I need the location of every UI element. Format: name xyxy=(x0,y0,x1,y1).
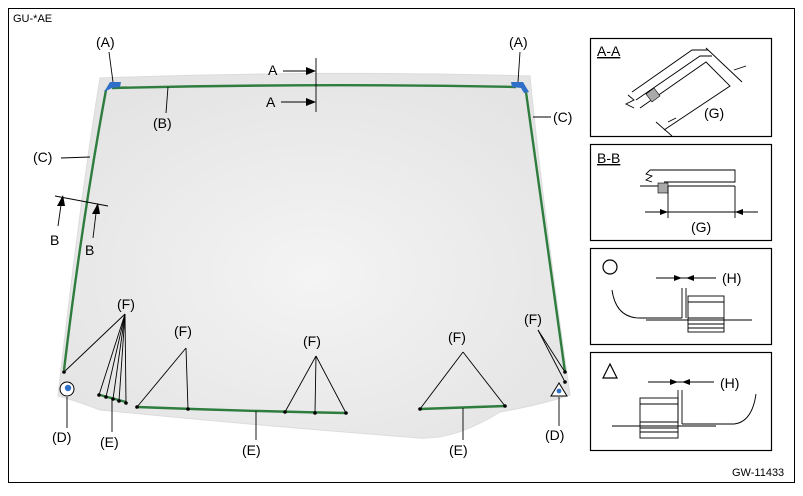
section-title-aa: A-A xyxy=(597,43,621,59)
label-e-center: (E) xyxy=(242,442,261,458)
dam-rubber-top xyxy=(111,84,517,90)
leader-group-f1 xyxy=(63,313,127,404)
label-f-5: (F) xyxy=(524,311,542,327)
label-h-triangle: (H) xyxy=(720,375,739,391)
label-e-left: (E) xyxy=(100,434,119,450)
outer-frame xyxy=(8,8,795,483)
label-f-3: (F) xyxy=(303,333,321,349)
section-line-b xyxy=(54,195,109,207)
detail-circle-symbol-icon xyxy=(602,259,618,275)
dam-rubber-right xyxy=(524,91,567,373)
detail-section-bb: B-B (G) xyxy=(589,143,773,242)
label-d-right: (D) xyxy=(545,427,564,443)
windshield-glass xyxy=(57,72,571,439)
label-h-circle: (H) xyxy=(722,270,741,286)
section-mark-a-bottom: A xyxy=(266,94,276,110)
label-f-2: (F) xyxy=(174,323,192,339)
lower-sealant-right xyxy=(419,404,506,411)
label-g-aa: (G) xyxy=(704,105,724,121)
label-d-left: (D) xyxy=(52,429,71,445)
stopper-right xyxy=(511,82,529,93)
section-mark-a-top: A xyxy=(268,62,278,78)
label-c-left: (C) xyxy=(33,149,52,165)
lower-sealant-center xyxy=(136,405,347,415)
label-b: (B) xyxy=(153,115,172,131)
detail-section-aa: A-A (G) xyxy=(589,37,773,138)
figure-id: GW-11433 xyxy=(732,467,784,479)
label-f-4: (F) xyxy=(448,329,466,345)
diagram-code: GU-*AE xyxy=(13,13,52,25)
section-title-bb: B-B xyxy=(597,150,620,166)
label-c-right: (C) xyxy=(553,109,572,125)
section-mark-b-right: B xyxy=(85,242,94,258)
stopper-left xyxy=(104,82,121,92)
label-a-right: (A) xyxy=(509,34,528,50)
detail-triangle-symbol-icon xyxy=(602,362,618,379)
label-a-left: (A) xyxy=(96,34,115,50)
label-g-bb: (G) xyxy=(691,219,711,235)
label-f-1: (F) xyxy=(117,296,135,312)
section-mark-b-left: B xyxy=(50,232,59,248)
detail-triangle-clip: (H) xyxy=(589,351,773,452)
dam-rubber-left xyxy=(62,89,108,371)
label-e-right: (E) xyxy=(449,442,468,458)
detail-circle-clip: (H) xyxy=(589,247,773,346)
